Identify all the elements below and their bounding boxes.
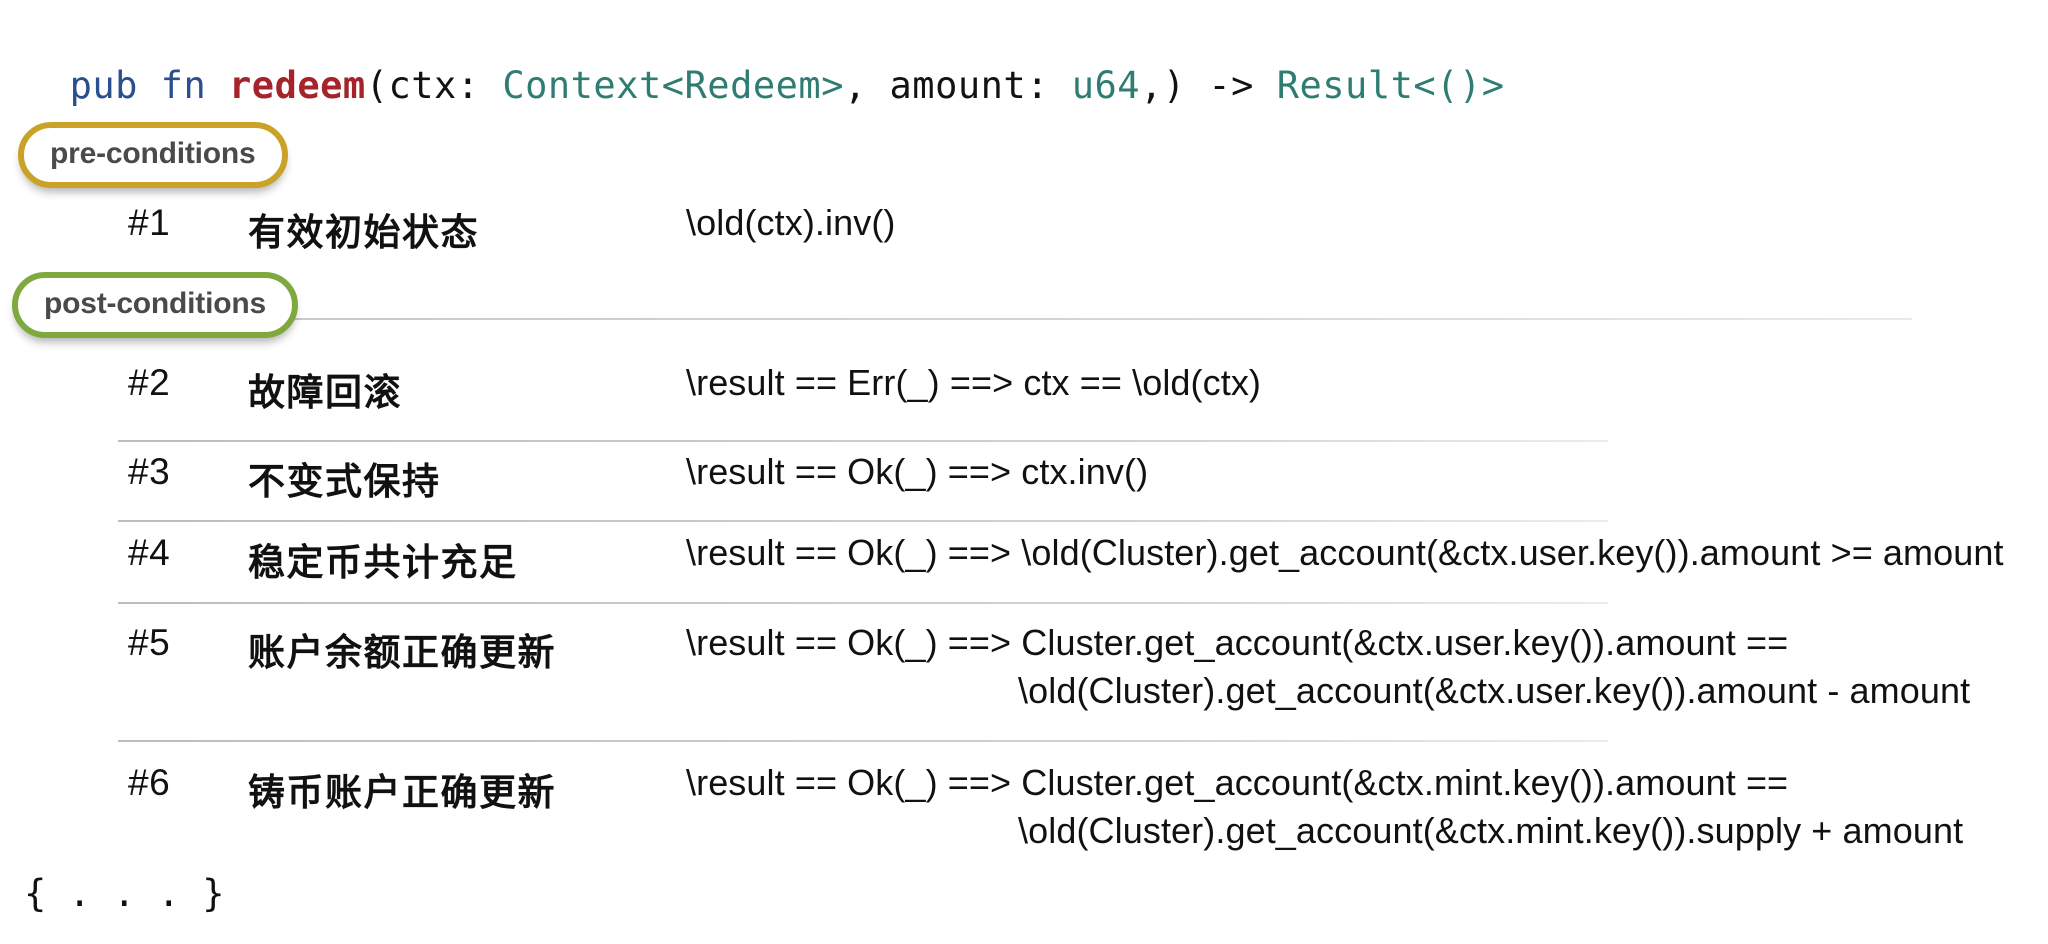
row-formula: \result == Ok(_) ==> Cluster.get_account… — [686, 762, 1789, 803]
row-formula: \result == Ok(_) ==> Cluster.get_account… — [686, 622, 1789, 663]
table-row: #6 铸币账户正确更新 \result == Ok(_) ==> Cluster… — [0, 744, 2048, 854]
row-divider — [118, 740, 1608, 742]
table-row: #3 不变式保持 \result == Ok(_) ==> ctx.inv() — [0, 437, 2048, 511]
row-id: #6 — [128, 762, 171, 803]
pre-conditions-badge: pre-conditions — [18, 122, 288, 188]
signature-token-space1 — [138, 64, 161, 107]
row-id: #5 — [128, 622, 171, 663]
function-signature: pub fn redeem(ctx: Context<Redeem>, amou… — [24, 8, 1504, 112]
signature-token-arrow: ,) -> — [1140, 64, 1277, 107]
signature-token-u64-type: u64 — [1071, 64, 1141, 107]
signature-token-param-amount: , amount: — [843, 64, 1072, 107]
signature-token-pub: pub — [69, 64, 138, 107]
pre-conditions-label: pre-conditions — [50, 137, 256, 170]
signature-token-space2 — [206, 64, 229, 107]
function-body-ellipsis: { . . . } — [24, 872, 225, 915]
row-title: 铸币账户正确更新 — [248, 772, 556, 813]
row-id: #4 — [128, 532, 171, 573]
post-conditions-badge: post-conditions — [12, 272, 298, 338]
row-divider — [118, 440, 1608, 442]
row-title: 有效初始状态 — [248, 212, 479, 253]
table-row: #5 账户余额正确更新 \result == Ok(_) ==> Cluster… — [0, 608, 2048, 718]
signature-token-result-type: Result<()> — [1276, 64, 1505, 107]
row-id: #1 — [128, 202, 171, 243]
row-title: 账户余额正确更新 — [248, 632, 556, 673]
row-formula: \result == Err(_) ==> ctx == \old(ctx) — [686, 362, 1262, 403]
row-formula: \result == Ok(_) ==> ctx.inv() — [686, 451, 1149, 492]
signature-token-fn: fn — [160, 64, 207, 107]
signature-token-param-open: (ctx: — [365, 64, 503, 107]
row-formula: \old(ctx).inv() — [686, 202, 896, 243]
post-conditions-divider — [262, 318, 1912, 320]
table-row: #1 有效初始状态 \old(ctx).inv() — [0, 196, 2048, 270]
signature-token-fn-name: redeem — [229, 64, 366, 107]
row-title: 不变式保持 — [248, 461, 441, 502]
row-id: #3 — [128, 451, 171, 492]
signature-token-context-type: Context<Redeem> — [502, 64, 844, 107]
row-id: #2 — [128, 362, 171, 403]
post-conditions-label: post-conditions — [44, 287, 266, 320]
row-divider — [118, 602, 1608, 604]
row-title: 故障回滚 — [248, 372, 402, 413]
row-formula-continuation: \old(Cluster).get_account(&ctx.mint.key(… — [1018, 810, 1964, 851]
table-row: #4 稳定币共计充足 \result == Ok(_) ==> \old(Clu… — [0, 518, 2048, 592]
row-divider — [118, 520, 1608, 522]
row-title: 稳定币共计充足 — [248, 542, 518, 583]
row-formula: \result == Ok(_) ==> \old(Cluster).get_a… — [686, 532, 2004, 573]
row-formula-continuation: \old(Cluster).get_account(&ctx.user.key(… — [1018, 670, 1971, 711]
table-row: #2 故障回滚 \result == Err(_) ==> ctx == \ol… — [0, 356, 2048, 430]
